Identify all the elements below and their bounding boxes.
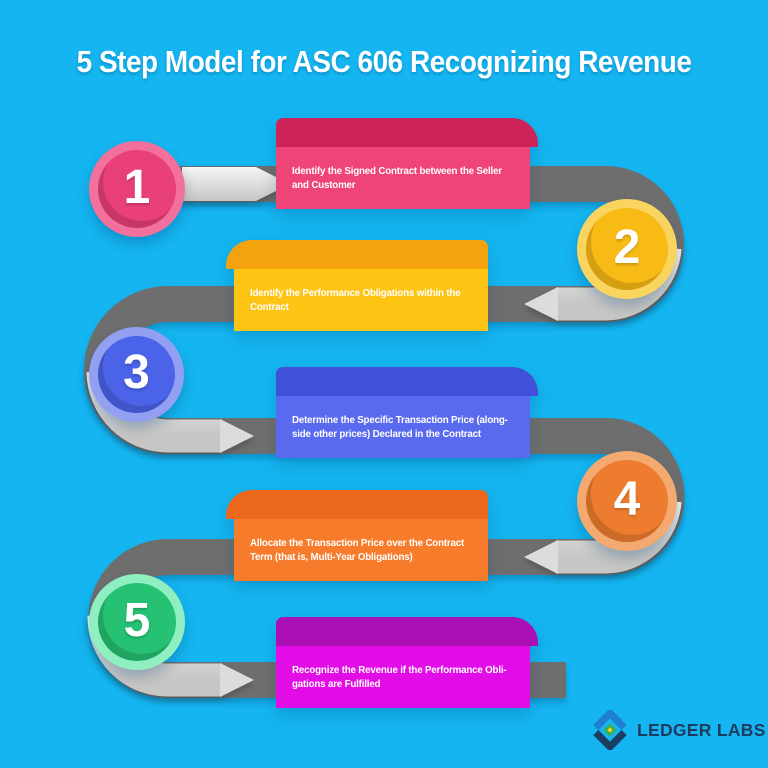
ledger-labs-logo[interactable]: LEDGER LABS <box>590 710 766 750</box>
step-3-text-line2: side other prices) Declared in the Contr… <box>292 428 481 440</box>
step-4-text-line2: Term (that is, Multi-Year Obligations) <box>250 551 413 563</box>
step-1-number: 1 <box>123 161 151 214</box>
step-3-text-line1: Determine the Specific Transaction Price… <box>292 413 508 426</box>
step-1-text-line1: Identify the Signed Contract between the… <box>292 164 502 177</box>
step-4-banner: Allocate the Transaction Price over the … <box>226 490 488 581</box>
step-5-number: 5 <box>123 594 151 647</box>
step-2-banner-fold <box>226 240 488 269</box>
step-5-banner-fold <box>276 617 538 646</box>
step-2-banner: Identify the Performance Obligations wit… <box>226 240 488 331</box>
step-4-text-line1: Allocate the Transaction Price over the … <box>250 536 465 549</box>
page-title: 5 Step Model for ASC 606 Recognizing Rev… <box>76 44 692 79</box>
step-1-text-line2: and Customer <box>292 179 356 191</box>
flow-arrow-left-4-tip <box>524 540 558 574</box>
flow-arrow-right-5-tip <box>220 663 254 697</box>
step-2-text-line1: Identify the Performance Obligations wit… <box>250 286 461 299</box>
step-5-text-line1: Recognize the Revenue if the Performance… <box>292 663 507 676</box>
step-3-number: 3 <box>123 346 150 400</box>
step-2-number: 2 <box>613 221 641 274</box>
flow-arrow-right-1 <box>182 167 290 201</box>
step-1-banner: Identify the Signed Contract between the… <box>276 118 538 209</box>
step-4-number-badge: 4 <box>577 451 677 551</box>
step-5-banner: Recognize the Revenue if the Performance… <box>276 617 538 708</box>
flow-arrow-right-3-tip <box>220 419 254 453</box>
step-2-text-line2: Contract <box>250 301 289 313</box>
step-1-number-badge: 1 <box>89 141 185 237</box>
flow-arrow-left-2-tip <box>524 287 558 321</box>
step-3-number-badge: 3 <box>89 327 184 422</box>
step-5-text-line2: gations are Fulfilled <box>292 678 381 690</box>
step-2-number-badge: 2 <box>577 199 677 299</box>
step-1-banner-fold <box>276 118 538 147</box>
step-4-number: 4 <box>613 473 641 526</box>
ledger-labs-wordmark: LEDGER LABS <box>637 719 766 740</box>
step-3-banner: Determine the Specific Transaction Price… <box>276 367 538 458</box>
step-4-banner-fold <box>226 490 488 519</box>
step-3-banner-fold <box>276 367 538 396</box>
ledger-labs-diamond-icon <box>593 710 627 750</box>
step-5-number-badge: 5 <box>89 574 185 670</box>
